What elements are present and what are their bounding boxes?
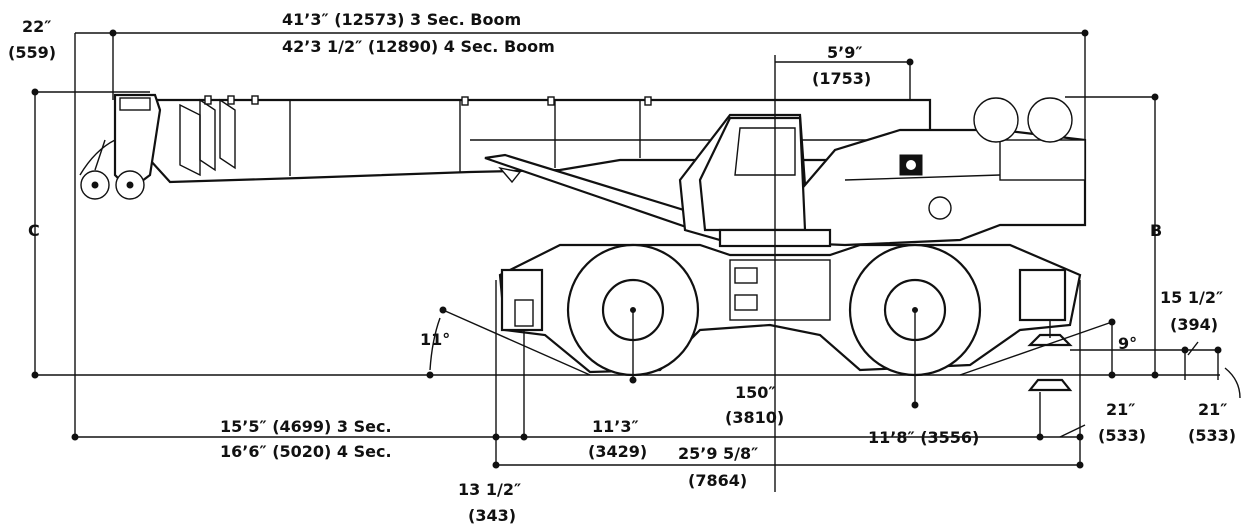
front-overhang: 13 1/2″ — [458, 480, 521, 499]
cab-offset-mm: (1753) — [812, 69, 871, 88]
crane-illustration — [79, 93, 1087, 392]
outrigger-pad — [1027, 378, 1073, 392]
height-c-label: C — [28, 221, 40, 240]
front-overhang-mm: (343) — [468, 506, 516, 525]
wheelbase-mm: (3810) — [725, 408, 784, 427]
wheelbase: 150″ — [735, 383, 776, 402]
boom-length-3sec: 41’3″ (12573) 3 Sec. Boom — [282, 10, 521, 29]
overhang-4sec: 16’6″ (5020) 4 Sec. — [220, 442, 392, 461]
front-to-center: 11’3″ — [592, 417, 639, 436]
rear-clearance-mm: (394) — [1170, 315, 1218, 334]
outrigger-21b-mm: (533) — [1188, 426, 1236, 445]
overall-length: 25’9 5/8″ — [678, 444, 758, 463]
rear-clearance: 15 1/2″ — [1160, 288, 1223, 307]
approach-angle: 11° — [420, 330, 450, 349]
outrigger-21b: 21″ — [1198, 400, 1227, 419]
cab-offset: 5’9″ — [827, 43, 863, 62]
center-to-outrigger: 11’8″ (3556) — [868, 428, 979, 447]
front-to-center-mm: (3429) — [588, 442, 647, 461]
overall-length-mm: (7864) — [688, 471, 747, 490]
boom-head — [79, 93, 162, 200]
outrigger-21a-mm: (533) — [1098, 426, 1146, 445]
superstructure — [678, 97, 1087, 247]
rear-outrigger — [1018, 268, 1073, 347]
lift-cylinder — [484, 153, 702, 232]
boom-length-4sec: 42’3 1/2″ (12890) 4 Sec. Boom — [282, 37, 555, 56]
dimension-lines — [31, 29, 1241, 492]
departure-angle: 9° — [1118, 334, 1137, 353]
tip-offset: 22″ — [22, 17, 51, 36]
height-b-label: B — [1150, 221, 1162, 240]
front-outrigger — [500, 268, 544, 332]
overhang-3sec: 15’5″ (4699) 3 Sec. — [220, 417, 392, 436]
tip-offset-mm: (559) — [8, 43, 56, 62]
outrigger-21a: 21″ — [1106, 400, 1135, 419]
